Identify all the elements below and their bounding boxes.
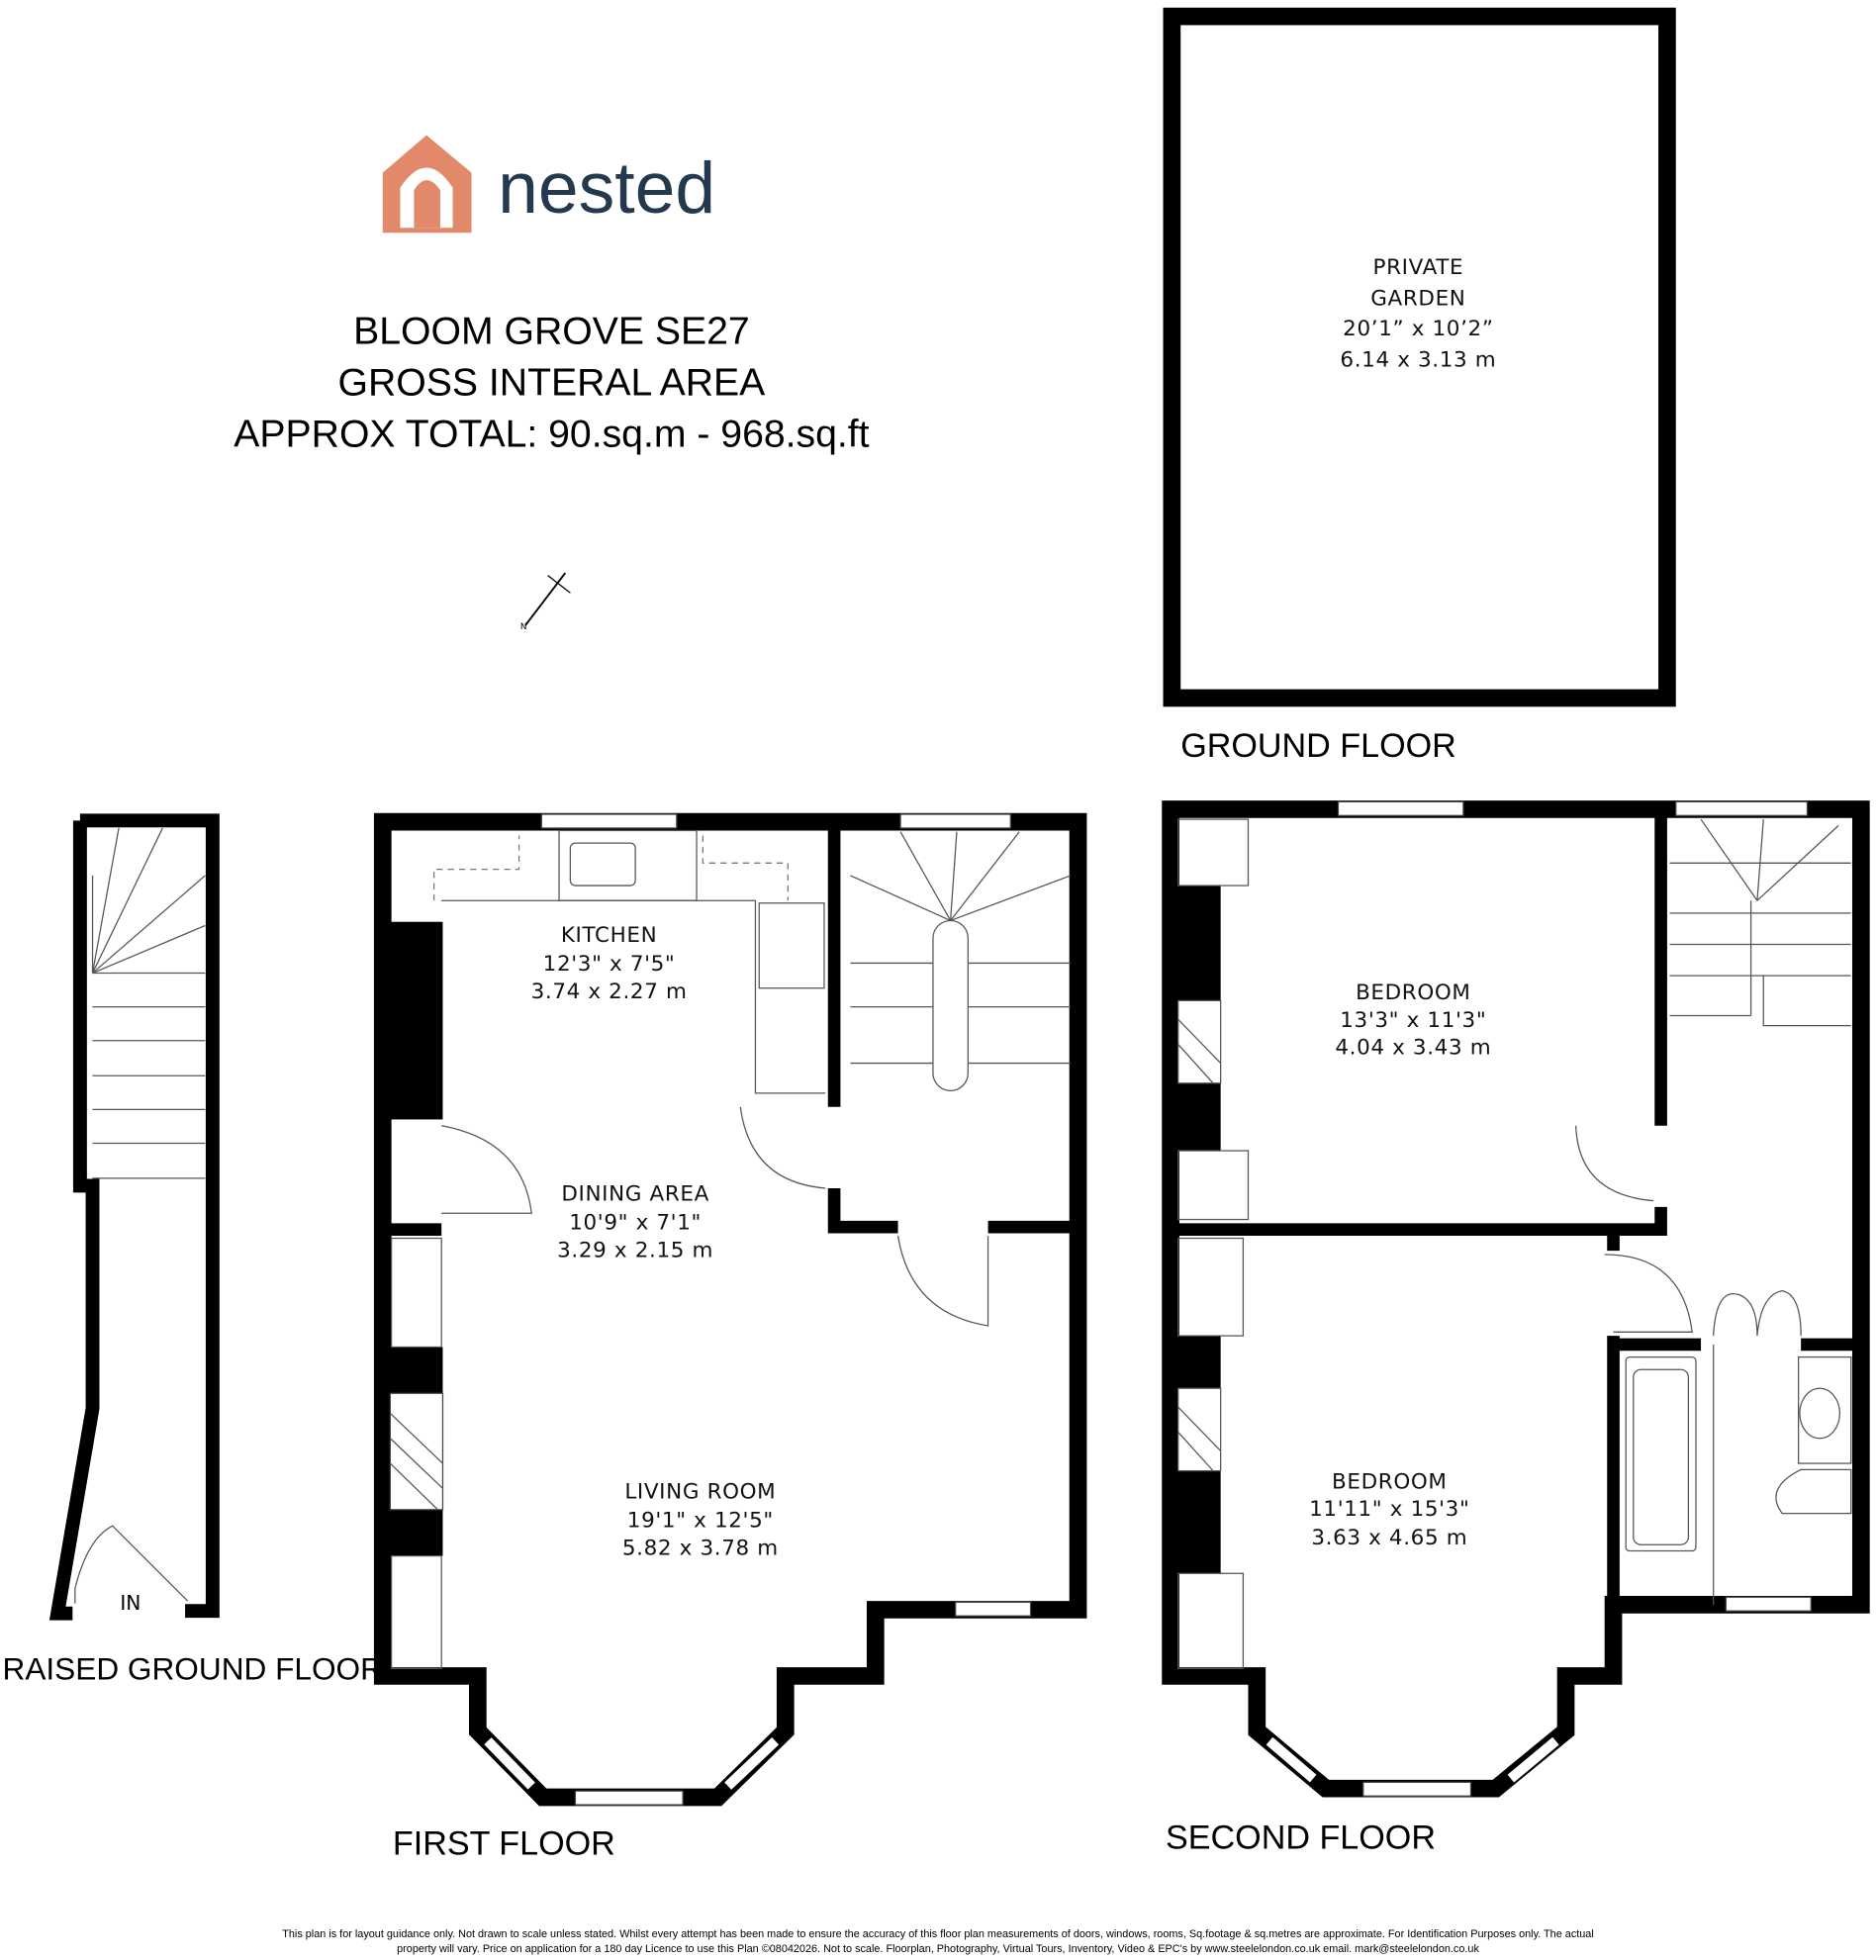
disclaimer-line-2: property will vary. Price on application… xyxy=(397,1943,1479,1955)
first-floor-plan: KITCHEN 12'3" x 7'5" 3.74 x 2.27 m DININ… xyxy=(373,812,1087,1863)
bedroom1-imperial: 13'3" x 11'3" xyxy=(1340,1008,1486,1033)
raised-ground-floor-plan: IN RAISED GROUND FLOOR xyxy=(3,813,383,1687)
area-subtitle: GROSS INTERAL AREA xyxy=(338,362,767,405)
kitchen-metric: 3.74 x 2.27 m xyxy=(531,980,688,1004)
total-area: APPROX TOTAL: 90.sq.m - 968.sq.ft xyxy=(234,413,869,455)
second-floor-plan: BEDROOM 13'3" x 11'3" 4.04 x 3.43 m BEDR… xyxy=(1162,800,1870,1856)
living-metric: 5.82 x 3.78 m xyxy=(622,1536,779,1560)
ground-floor-label: GROUND FLOOR xyxy=(1180,727,1456,765)
bedroom2-name: BEDROOM xyxy=(1332,1469,1448,1494)
dining-name: DINING AREA xyxy=(561,1182,709,1207)
raised-ground-floor-label: RAISED GROUND FLOOR xyxy=(3,1651,383,1687)
dining-imperial: 10'9" x 7'1" xyxy=(569,1211,702,1236)
entrance-label: IN xyxy=(120,1591,141,1615)
garden-imperial: 20’1” x 10’2” xyxy=(1343,317,1493,341)
garden-name: PRIVATE xyxy=(1373,255,1464,280)
bedroom1-metric: 4.04 x 3.43 m xyxy=(1335,1036,1491,1061)
garden-name-2: GARDEN xyxy=(1370,287,1465,312)
ground-floor-plan: PRIVATE GARDEN 20’1” x 10’2” 6.14 x 3.13… xyxy=(1163,7,1676,765)
address-title: BLOOM GROVE SE27 xyxy=(353,311,750,353)
first-floor-label: FIRST FLOOR xyxy=(393,1825,615,1863)
logo-wordmark: nested xyxy=(498,147,715,229)
dining-metric: 3.29 x 2.15 m xyxy=(557,1238,713,1262)
compass-north-label: N xyxy=(520,622,527,632)
compass-icon: N xyxy=(520,572,571,632)
garden-metric: 6.14 x 3.13 m xyxy=(1340,348,1496,373)
bedroom2-metric: 3.63 x 4.65 m xyxy=(1311,1526,1467,1550)
kitchen-name: KITCHEN xyxy=(561,923,657,948)
disclaimer-line-1: This plan is for layout guidance only. N… xyxy=(282,1928,1594,1940)
kitchen-imperial: 12'3" x 7'5" xyxy=(543,952,676,977)
bedroom1-name: BEDROOM xyxy=(1356,980,1471,1005)
nested-logo: nested xyxy=(382,135,715,233)
living-name: LIVING ROOM xyxy=(624,1479,776,1504)
bedroom2-imperial: 11'11" x 15'3" xyxy=(1309,1497,1469,1522)
living-imperial: 19'1" x 12'5" xyxy=(627,1509,774,1534)
second-floor-label: SECOND FLOOR xyxy=(1166,1819,1436,1856)
